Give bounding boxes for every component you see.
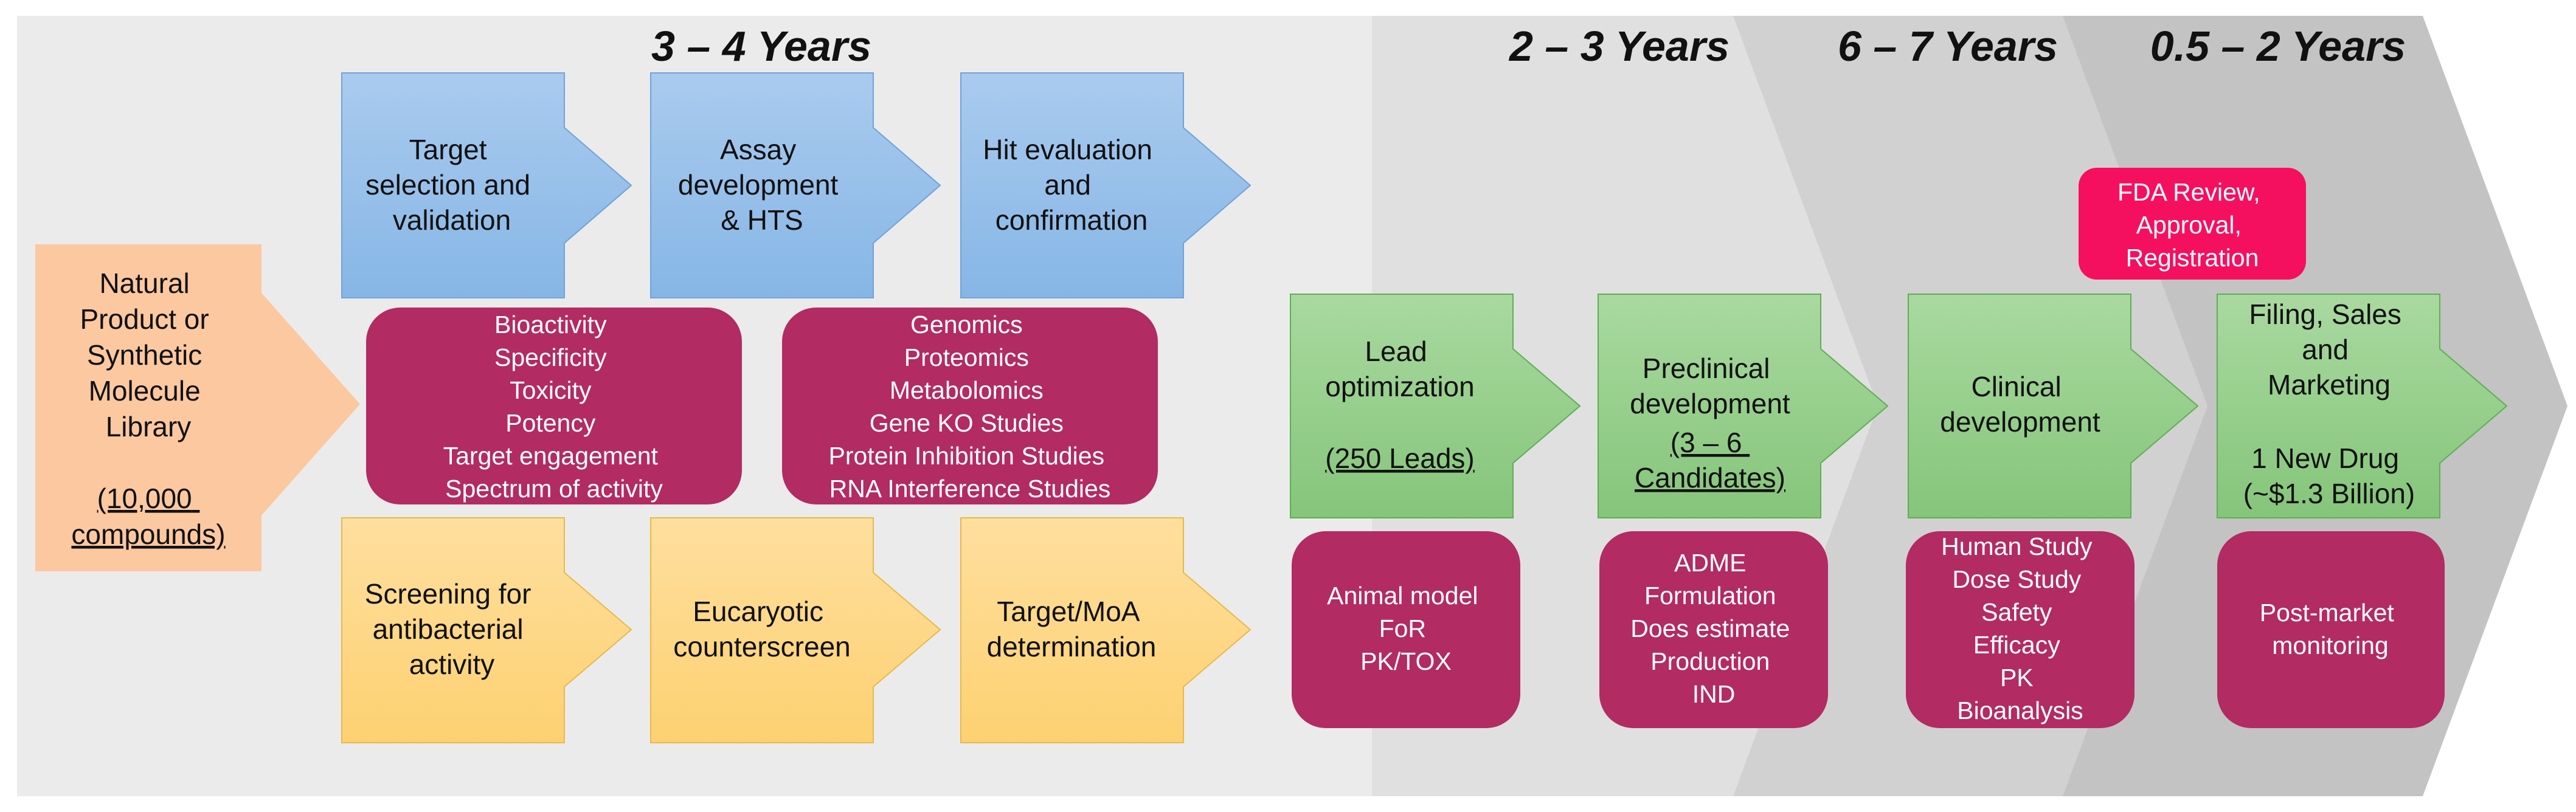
step-target-selection: Target selection and validation (341, 72, 632, 298)
detail-box (782, 308, 1158, 504)
development-details: Animal model FoR PK/TOX ADME Formulation… (1292, 531, 2445, 728)
phase-label-clinical: 6 – 7 Years (1838, 22, 2058, 70)
step-assay-development: Assay development & HTS (650, 72, 941, 298)
blue-steps: Target selection and validation Assay de… (341, 72, 1252, 298)
detail-box-adme: ADME Formulation Does estimate Productio… (1599, 531, 1828, 728)
discovery-details: Bioactivity Specificity Toxicity Potency… (366, 308, 1158, 504)
step-arrow (960, 72, 1252, 298)
detail-text: Bioactivity Specificity Toxicity Potency… (443, 311, 665, 503)
step-label: Lead optimization (1325, 335, 1474, 402)
phase-label-approval: 0.5 – 2 Years (2150, 22, 2406, 70)
fda-text: FDA Review, Approval, Registration (2117, 178, 2267, 272)
step-label: Assay development & HTS (678, 134, 846, 236)
step-arrow (1290, 294, 1581, 518)
step-arrow (1908, 294, 2199, 518)
step-label: Clinical development (1940, 371, 2100, 438)
step-lead-optimization: Lead optimization (250 Leads) (1290, 294, 1581, 518)
step-arrow (341, 72, 632, 298)
step-label: Screening for antibacterial activity (365, 578, 539, 680)
step-sublabel: (3 – 6 Candidates) (1635, 427, 1785, 494)
detail-text: Genomics Proteomics Metabolomics Gene KO… (829, 311, 1112, 503)
green-steps: Lead optimization (250 Leads) Preclinica… (1290, 294, 2508, 518)
step-sublabel: 1 New Drug (~$1.3 Billion) (2243, 442, 2415, 509)
phase-label-discovery: 3 – 4 Years (651, 22, 871, 70)
detail-text: Human Study Dose Study Safety Efficacy P… (1941, 532, 2099, 724)
detail-box (1599, 531, 1828, 728)
step-screening: Screening for antibacterial activity (341, 517, 632, 743)
step-counterscreen: Eucaryotic counterscreen (650, 517, 941, 743)
detail-box-omics: Genomics Proteomics Metabolomics Gene KO… (782, 308, 1158, 504)
step-preclinical-development: Preclinical development (3 – 6 Candidate… (1598, 294, 1889, 518)
phase-label-preclinical: 2 – 3 Years (1508, 22, 1729, 70)
step-label: Eucaryotic counterscreen (673, 596, 851, 662)
detail-text: ADME Formulation Does estimate Productio… (1630, 549, 1796, 708)
fda-box (2079, 168, 2306, 280)
phase-labels: 3 – 4 Years 2 – 3 Years 6 – 7 Years 0.5 … (651, 22, 2406, 70)
detail-text: Animal model FoR PK/TOX (1327, 582, 1485, 675)
step-arrow (650, 517, 941, 743)
step-label: Preclinical development (1630, 353, 1790, 419)
step-label: Hit evaluation and confirmation (983, 134, 1160, 236)
detail-box (366, 308, 742, 504)
library-count: (10,000 compounds) (71, 483, 225, 550)
step-clinical-development: Clinical development (1908, 294, 2199, 518)
detail-text: Post-market monitoring (2260, 599, 2401, 659)
detail-box-assay-criteria: Bioactivity Specificity Toxicity Potency… (366, 308, 742, 504)
detail-box-human-study: Human Study Dose Study Safety Efficacy P… (1906, 531, 2135, 728)
step-label: Target/MoA determination (987, 596, 1157, 662)
library-label: Natural Product or Synthetic Molecule Li… (80, 267, 217, 442)
step-arrow (650, 72, 941, 298)
step-sublabel: (250 Leads) (1325, 442, 1475, 474)
detail-box-post-market: Post-market monitoring (2217, 531, 2445, 728)
detail-box-animal-model: Animal model FoR PK/TOX (1292, 531, 1520, 728)
detail-box (1292, 531, 1520, 728)
step-label: Filing, Sales and Marketing (2249, 298, 2409, 401)
fda-review-box: FDA Review, Approval, Registration (2079, 168, 2306, 280)
step-label: Target selection and validation (365, 134, 538, 236)
library-block: Natural Product or Synthetic Molecule Li… (35, 244, 360, 571)
step-hit-evaluation: Hit evaluation and confirmation (960, 72, 1252, 298)
step-arrow (2217, 294, 2508, 518)
step-arrow (341, 517, 632, 743)
step-filing-sales-marketing: Filing, Sales and Marketing 1 New Drug (… (2217, 294, 2508, 518)
step-arrow (960, 517, 1252, 743)
step-target-moa: Target/MoA determination (960, 517, 1252, 743)
yellow-steps: Screening for antibacterial activity Euc… (341, 517, 1252, 743)
detail-box (1906, 531, 2135, 728)
library-arrow (35, 244, 360, 571)
detail-box (2217, 531, 2445, 728)
step-arrow (1598, 294, 1889, 518)
